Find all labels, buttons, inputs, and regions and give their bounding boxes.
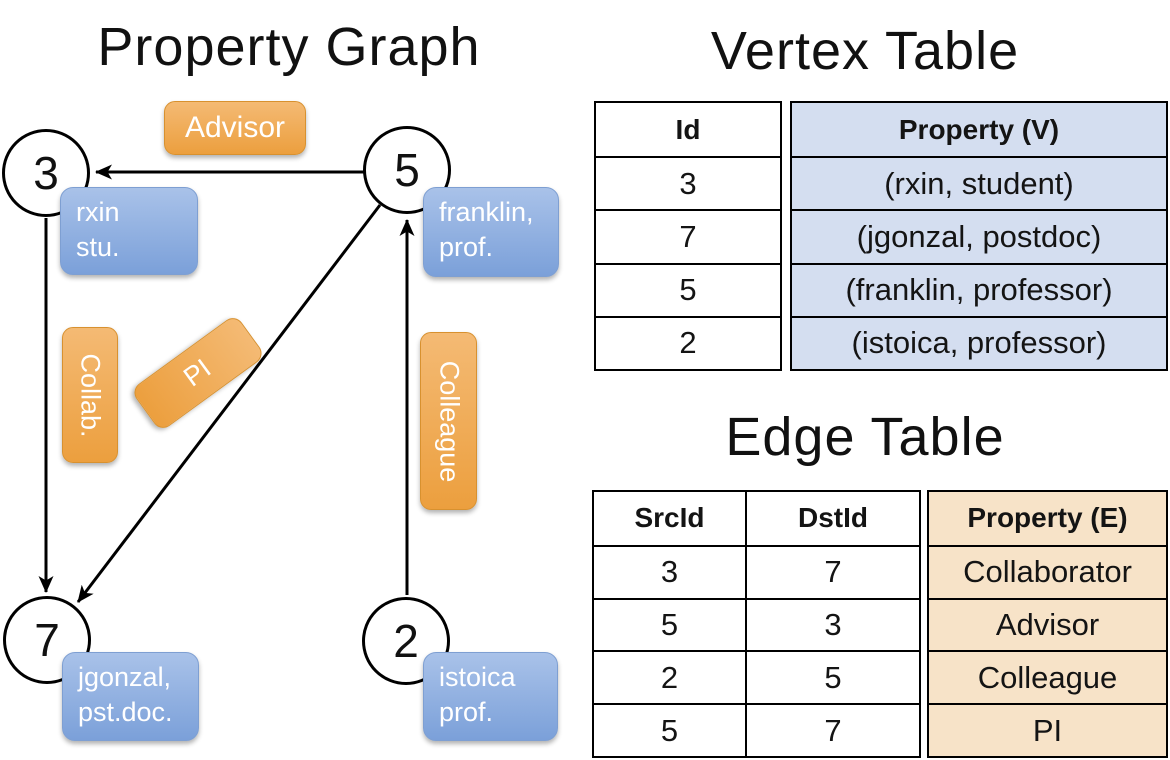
vertex-table-cell-property: (rxin, student) bbox=[792, 156, 1166, 209]
edge-table-cell-dstid: 7 bbox=[745, 546, 919, 598]
vertex-property-line: prof. bbox=[439, 696, 494, 727]
vertex-property-line: franklin, bbox=[439, 197, 534, 227]
edge-5-to-7 bbox=[76, 204, 382, 603]
edge-table-cell-property: Colleague bbox=[929, 650, 1166, 703]
vertex-table-property-column: Property (V) (rxin, student) (jgonzal, p… bbox=[790, 101, 1168, 371]
vertex-table-cell-property: (franklin, professor) bbox=[792, 262, 1166, 316]
vertex-property-box-5: franklin, prof. bbox=[423, 187, 559, 277]
vertex-property-box-3: rxin stu. bbox=[60, 187, 198, 275]
graph-edges bbox=[38, 164, 415, 603]
vertex-id: 2 bbox=[393, 615, 419, 667]
edge-table-cell-property: Collaborator bbox=[929, 544, 1166, 598]
vertex-table-cell-id: 5 bbox=[596, 262, 780, 316]
edge-table-header-srcid: SrcId bbox=[634, 502, 705, 534]
edge-table-row: 5 7 bbox=[594, 703, 919, 756]
edge-table-cell-srcid: 3 bbox=[660, 554, 679, 590]
edge-table-header-property: Property (E) bbox=[967, 502, 1128, 534]
vertex-property-line: stu. bbox=[76, 231, 120, 262]
edge-table-property-column: Property (E) Collaborator Advisor Collea… bbox=[927, 490, 1168, 758]
vertex-node-2: 2 bbox=[362, 597, 450, 685]
edge-label-collab: Collab. bbox=[62, 327, 118, 463]
vertex-table-title: Vertex Table bbox=[710, 21, 1020, 81]
vertex-table-id-column: Id 3 7 5 2 bbox=[594, 101, 782, 371]
edge-table-row: 5 3 bbox=[594, 597, 919, 651]
vertex-table-cell-id: 3 bbox=[596, 156, 780, 209]
edge-table-header-row: SrcId DstId bbox=[594, 492, 919, 545]
edge-table-cell-dstid: 7 bbox=[745, 705, 919, 756]
edge-table-cell-dstid: 3 bbox=[745, 599, 919, 651]
vertex-table-cell-property: (istoica, professor) bbox=[792, 315, 1166, 369]
edge-table-cell-srcid: 2 bbox=[660, 659, 679, 695]
edge-table-cell-dstid: 5 bbox=[745, 652, 919, 704]
edge-label-text: PI bbox=[178, 352, 217, 393]
vertex-property-line: jgonzal, bbox=[78, 662, 172, 692]
edge-label-text: Colleague bbox=[434, 360, 464, 482]
vertex-table-cell-property: (jgonzal, postdoc) bbox=[792, 209, 1166, 262]
edge-label-text: Collab. bbox=[75, 352, 106, 438]
property-graph-title: Property Graph bbox=[97, 17, 481, 77]
edge-table-cell-property: Advisor bbox=[929, 597, 1166, 651]
vertex-table-cell-id: 7 bbox=[596, 209, 780, 262]
vertex-property-line: prof. bbox=[439, 231, 494, 262]
edge-table-cell-srcid: 5 bbox=[660, 606, 679, 642]
edge-label-colleague: Colleague bbox=[420, 332, 477, 510]
vertex-node-5: 5 bbox=[363, 126, 451, 214]
vertex-table-cell-id: 2 bbox=[596, 315, 780, 369]
vertex-table-header-property: Property (V) bbox=[898, 113, 1060, 145]
vertex-table-header-id: Id bbox=[675, 113, 701, 145]
edge-label-text: Advisor bbox=[184, 111, 286, 144]
vertex-id: 3 bbox=[33, 147, 59, 199]
edge-label-advisor: Advisor bbox=[164, 101, 306, 155]
vertex-property-line: istoica bbox=[439, 662, 516, 692]
edge-table-row: 3 7 bbox=[594, 544, 919, 598]
vertex-id: 5 bbox=[394, 144, 420, 196]
edge-table-id-columns: SrcId DstId 3 7 5 3 2 5 5 7 bbox=[592, 490, 921, 758]
vertex-property-line: pst.doc. bbox=[78, 696, 173, 727]
vertex-property-line: rxin bbox=[76, 197, 120, 227]
edge-table-row: 2 5 bbox=[594, 650, 919, 704]
vertex-id: 7 bbox=[34, 614, 60, 666]
vertex-property-box-7: jgonzal, pst.doc. bbox=[62, 652, 199, 741]
edge-table-header-dstid: DstId bbox=[745, 492, 919, 545]
edge-table-cell-srcid: 5 bbox=[660, 712, 679, 748]
edge-table-cell-property: PI bbox=[929, 703, 1166, 756]
edge-table-title: Edge Table bbox=[725, 407, 1005, 467]
vertex-property-box-2: istoica prof. bbox=[423, 652, 558, 741]
